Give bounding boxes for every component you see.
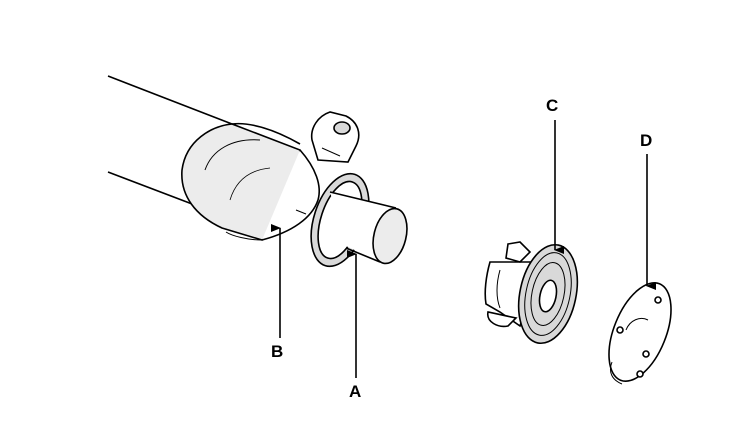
- washer-plate-part-d: [608, 282, 672, 385]
- flanged-bushing-part-c: [484, 241, 579, 345]
- callout-label-c: C: [546, 96, 559, 115]
- shaft: [329, 191, 408, 265]
- boot-collar-part-b: [181, 122, 320, 241]
- callout-label-b: B: [271, 342, 284, 361]
- callout-label-a: A: [349, 382, 362, 401]
- tube-housing: [107, 75, 233, 208]
- leader-lines: [271, 120, 656, 378]
- mounting-tab: [310, 111, 360, 163]
- callout-label-d: D: [640, 131, 653, 150]
